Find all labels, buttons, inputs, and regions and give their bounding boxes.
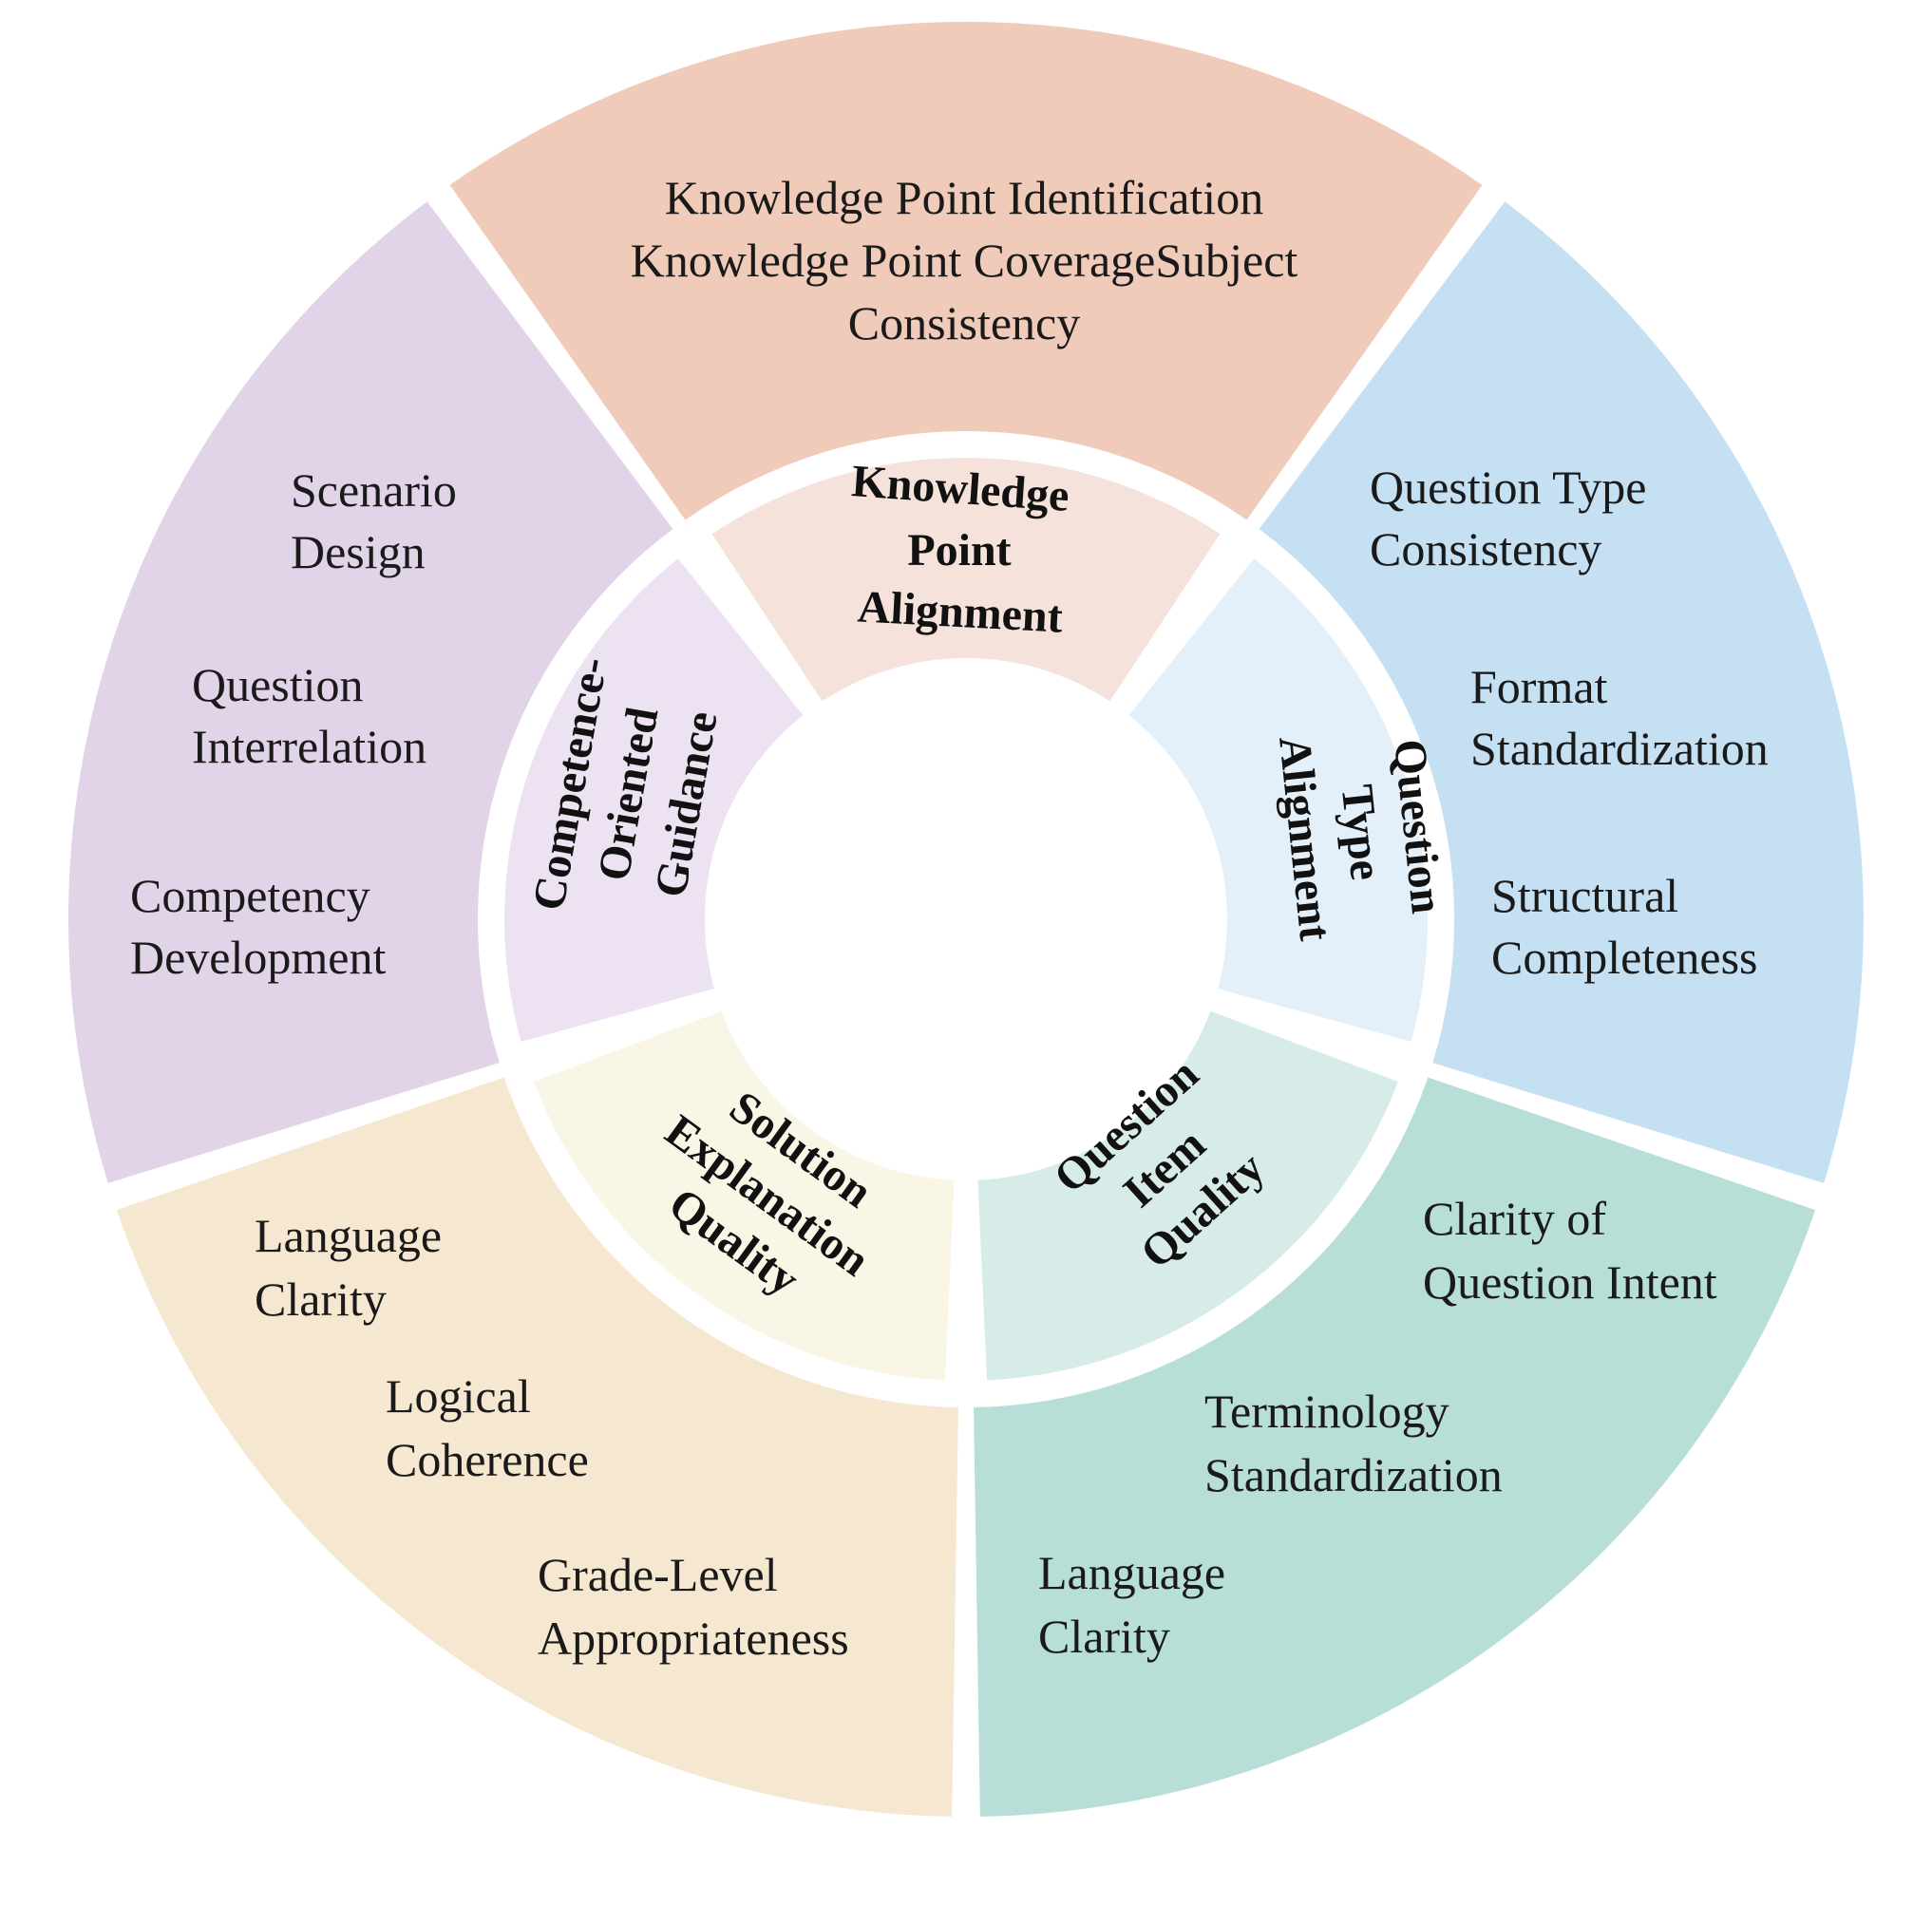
outer-item-line: Clarity of [1423, 1192, 1606, 1245]
outer-item-line: Language [1038, 1546, 1225, 1599]
outer-item-line: Clarity [1038, 1610, 1170, 1663]
outer-item-line: Standardization [1204, 1448, 1503, 1501]
outer-items-competence: Scenario Design Question Interrelation C… [130, 463, 457, 984]
outer-item-line: Consistency [848, 296, 1080, 349]
outer-items-solution: Language Clarity Logical Coherence Grade… [255, 1209, 849, 1665]
outer-item-line: Language [255, 1209, 442, 1262]
outer-item-line: Appropriateness [538, 1612, 849, 1665]
outer-item-line: Terminology [1204, 1385, 1449, 1438]
outer-item-line: Logical [386, 1369, 531, 1423]
inner-sector-question-type [1128, 558, 1428, 1043]
outer-item-line: Standardization [1470, 722, 1769, 775]
outer-items-knowledge: Knowledge Point Identification Knowledge… [631, 171, 1298, 349]
outer-item-line: Scenario [291, 463, 457, 517]
wheel-labels: Knowledge Point Alignment Question Type … [130, 171, 1769, 1665]
outer-item-line: Grade-Level [538, 1548, 778, 1601]
outer-sector-question-type [1259, 201, 1864, 1183]
outer-items-question-item: Clarity of Question Intent Terminology S… [1038, 1192, 1717, 1663]
outer-item-line: Design [291, 525, 426, 578]
wheel-sectors [67, 21, 1864, 1817]
inner-sector-knowledge [711, 457, 1221, 702]
outer-item-line: Knowledge Point Identification [665, 171, 1263, 224]
inner-sector-competence [504, 558, 804, 1043]
outer-item-line: Development [130, 931, 386, 984]
outer-item-line: Format [1470, 660, 1608, 713]
outer-items-question-type: Question Type Consistency Format Standar… [1370, 461, 1769, 984]
inner-label-line: Alignment [857, 581, 1064, 642]
outer-item-line: Interrelation [192, 720, 426, 773]
outer-item-line: Knowledge Point CoverageSubject [631, 234, 1298, 287]
outer-sector-solution [116, 1077, 958, 1817]
inner-label-line: Point [907, 525, 1011, 575]
inner-label-line: Type [1332, 783, 1392, 882]
outer-item-line: Clarity [255, 1273, 387, 1326]
outer-item-line: Completeness [1491, 931, 1758, 984]
outer-sector-knowledge [449, 21, 1483, 520]
outer-sector-competence [67, 201, 673, 1183]
outer-item-line: Question Intent [1423, 1255, 1717, 1309]
outer-item-line: Question Type [1370, 461, 1646, 514]
outer-item-line: Coherence [386, 1433, 589, 1486]
outer-item-line: Structural [1491, 869, 1678, 922]
outer-item-line: Competency [130, 869, 370, 922]
outer-item-line: Consistency [1370, 522, 1601, 575]
inner-sector-question-item [977, 1010, 1398, 1381]
outer-sector-question-item [974, 1077, 1816, 1817]
inner-sector-solution [534, 1010, 955, 1381]
inner-label-question-type: Question Type Alignment [1269, 734, 1452, 943]
outer-item-line: Question [192, 658, 364, 711]
